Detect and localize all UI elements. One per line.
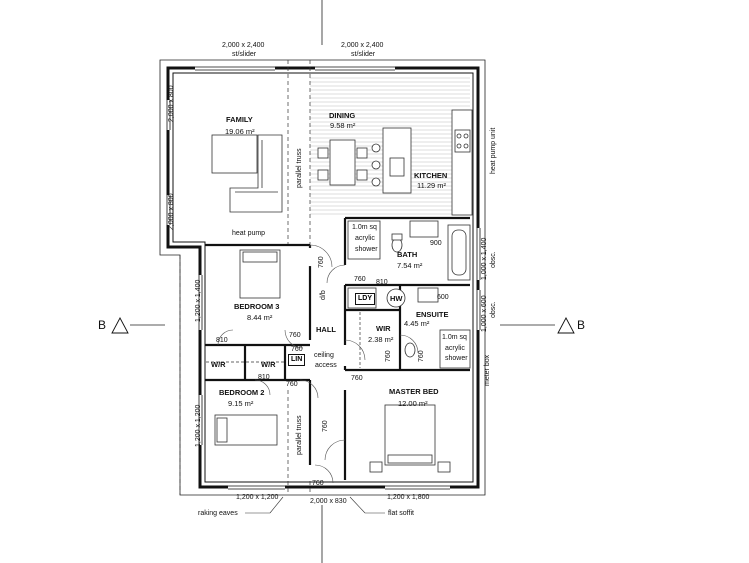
room-kitchen-area: 11.29 m² xyxy=(417,181,447,190)
room-ensuite-name: ENSUITE xyxy=(416,310,449,319)
distribution-board-label: d/b xyxy=(320,290,327,300)
section-marker-right-icon xyxy=(557,317,575,334)
door-gaps xyxy=(308,248,347,480)
room-family-name: FAMILY xyxy=(226,115,253,124)
vanity-ensuite-width: 600 xyxy=(437,294,449,301)
ceiling-access-line1: ceiling xyxy=(314,352,334,359)
room-lin-name: LIN xyxy=(288,354,306,366)
window-type-top-left: st/slider xyxy=(232,51,257,58)
door-hall-lin-size: 760 xyxy=(286,381,298,388)
room-dining-area: 9.58 m² xyxy=(330,121,356,130)
ceiling-access-line2: access xyxy=(315,362,337,369)
room-bath-name: BATH xyxy=(397,250,418,259)
room-bedroom3-area: 8.44 m² xyxy=(247,313,273,322)
parallel-truss-upper: parallel truss xyxy=(296,148,303,188)
room-master-area: 12.00 m² xyxy=(398,399,428,408)
heat-pump-label: heat pump xyxy=(232,230,266,237)
dining-table xyxy=(317,139,368,186)
door-bed3-size: 760 xyxy=(289,332,301,339)
window-size-top-left: 2,000 x 2,400 xyxy=(222,42,265,49)
parallel-truss-lower: parallel truss xyxy=(296,415,303,455)
door-ldy-size: 760 xyxy=(354,276,366,283)
kitchen-bench xyxy=(451,109,473,216)
room-wr2-name: W/R xyxy=(261,360,276,369)
bath-shower-line1: 1.0m sq xyxy=(352,224,377,231)
door-master-size: 760 xyxy=(351,375,363,382)
beds xyxy=(214,249,451,473)
door-ens-size: 760 xyxy=(418,350,425,362)
room-wr1-name: W/R xyxy=(211,360,226,369)
family-furniture xyxy=(211,134,283,213)
window-left-upper: 2,000 x 800 xyxy=(168,85,175,122)
room-wir-area: 2.38 m² xyxy=(368,335,394,344)
door-hw-size: 810 xyxy=(376,279,388,286)
ensuite-shower-line1: 1.0m sq xyxy=(442,334,467,341)
exterior-walls xyxy=(166,66,480,489)
window-right-bath-obsc: obsc. xyxy=(490,251,497,268)
heat-pump-unit-label: heat pump unit xyxy=(490,127,497,174)
room-hall-name: HALL xyxy=(316,325,336,334)
vanity-bath-width: 900 xyxy=(430,240,442,247)
window-left-bed2: 1,200 x 1,200 xyxy=(195,404,202,447)
room-wir-name: WIR xyxy=(376,324,391,333)
window-size-top-right: 2,000 x 2,400 xyxy=(341,42,384,49)
door-wr1-size: 810 xyxy=(216,337,228,344)
section-label-right: B xyxy=(577,318,586,332)
window-bottom-master: 1,200 x 1,800 xyxy=(387,494,430,501)
door-wir-size: 760 xyxy=(385,350,392,362)
bath-fixtures xyxy=(347,220,471,281)
room-dining-name: DINING xyxy=(329,111,356,120)
window-left-lower: 2,000 x 800 xyxy=(168,193,175,230)
bath-shower-line2: acrylic xyxy=(355,235,375,242)
window-bottom-door: 2,000 x 830 xyxy=(310,498,347,505)
door-bath-size: 760 xyxy=(318,256,325,268)
window-right-bath: 1,000 x 1,400 xyxy=(481,237,488,280)
door-wr2-size: 810 xyxy=(258,374,270,381)
room-master-name: MASTER BED xyxy=(389,387,439,396)
door-bed2-size: 760 xyxy=(322,420,329,432)
section-label-left: B xyxy=(98,318,107,332)
window-bottom-bed2: 1,200 x 1,200 xyxy=(236,494,279,501)
room-bath-area: 7.54 m² xyxy=(397,261,423,270)
window-glass xyxy=(166,66,481,490)
window-left-bed3: 1,200 x 1,400 xyxy=(195,279,202,322)
kitchen-island xyxy=(371,127,412,194)
room-hw-name: HW xyxy=(390,294,403,303)
flat-soffit-label: flat soffit xyxy=(388,510,414,517)
window-type-top-right: st/slider xyxy=(351,51,376,58)
room-bedroom3-name: BEDROOM 3 xyxy=(234,302,280,311)
room-family-area: 19.06 m² xyxy=(225,127,255,136)
window-right-ensuite: 1,000 x 600 xyxy=(481,295,488,332)
ensuite-shower-line3: shower xyxy=(445,355,468,362)
room-bedroom2-area: 9.15 m² xyxy=(228,399,254,408)
window-right-ensuite-obsc: obsc. xyxy=(490,301,497,318)
door-entry-size: 760 xyxy=(312,480,324,487)
room-ldy-name: LDY xyxy=(355,293,375,305)
door-lin-size: 760 xyxy=(291,346,303,353)
room-ensuite-area: 4.45 m² xyxy=(404,319,430,328)
room-kitchen-name: KITCHEN xyxy=(414,171,448,180)
wardrobe-shelves xyxy=(206,312,361,368)
raking-eaves-label: raking eaves xyxy=(198,510,238,517)
bath-shower-line3: shower xyxy=(355,246,378,253)
leader-lines xyxy=(245,496,385,514)
section-marker-left-icon xyxy=(111,317,129,334)
window-openings xyxy=(165,65,481,490)
ensuite-shower-line2: acrylic xyxy=(445,345,465,352)
meter-box-label: meter box xyxy=(484,354,491,386)
room-bedroom2-name: BEDROOM 2 xyxy=(219,388,265,397)
